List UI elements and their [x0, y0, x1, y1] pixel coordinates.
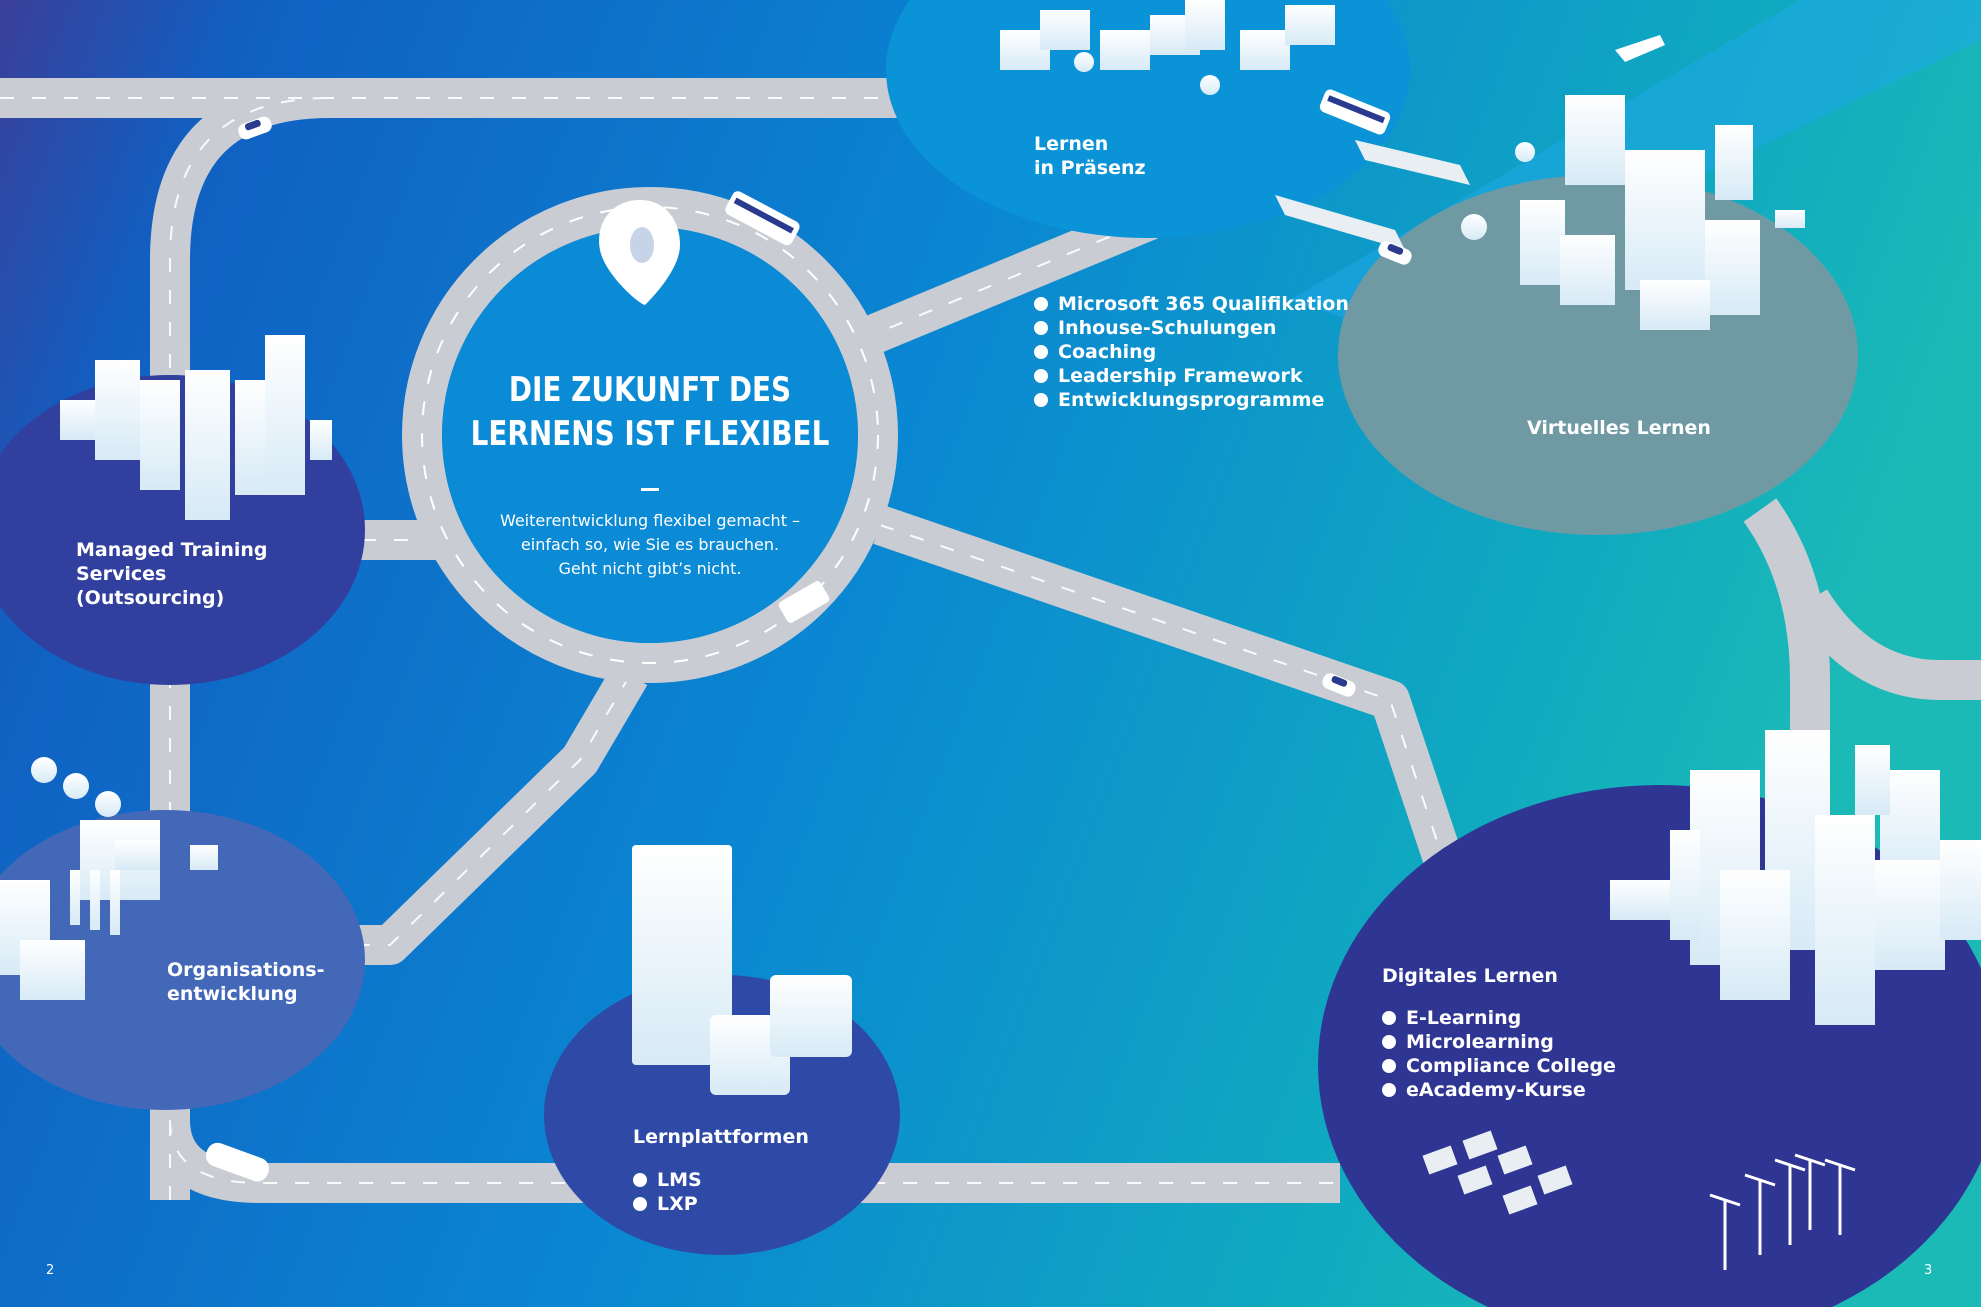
bridges [1275, 140, 1470, 250]
list-item: eAcademy-Kurse [1382, 1078, 1616, 1102]
truck-icon [778, 581, 830, 623]
list-item: Inhouse-Schulungen [1034, 316, 1349, 340]
page-number-left: 2 [46, 1263, 55, 1278]
bus-icon [725, 191, 800, 246]
list-item: LXP [633, 1192, 702, 1216]
buildings-digital [1610, 730, 1981, 1025]
list-item: LMS [633, 1168, 702, 1192]
roundabout-markings [421, 206, 879, 664]
area-title-managed-training: Managed Training Services (Outsourcing) [76, 539, 268, 609]
buildings-organisation [0, 757, 218, 1000]
car-icon [1322, 673, 1356, 697]
buildings-lernplattformen [632, 845, 852, 1095]
hero-subtitle: Weiterentwicklung flexibel gemacht – ein… [499, 511, 801, 578]
list-lernplattformen: LMS LXP [633, 1168, 702, 1216]
area-title-digitales-lernen: Digitales Lernen [1382, 965, 1558, 987]
area-title-organisationsentwicklung: Organisations- entwicklung [167, 959, 325, 1005]
page-number-right: 3 [1924, 1263, 1933, 1278]
list-item: Leadership Framework [1034, 364, 1349, 388]
boat-icon [1615, 35, 1665, 62]
tanker-truck-icon [205, 1142, 270, 1182]
list-item: E-Learning [1382, 1006, 1616, 1030]
buildings-managed [60, 335, 332, 520]
solar-panels [1422, 1130, 1573, 1215]
car-icon [238, 116, 272, 140]
buildings-praesenz [1000, 0, 1535, 162]
list-item: Coaching [1034, 340, 1349, 364]
area-disc-virtuell [1338, 175, 1858, 535]
road-east [1743, 498, 1830, 790]
road-bottom [150, 1118, 1340, 1203]
hero-title: DIE ZUKUNFT DES LERNENS IST FLEXIBEL [470, 370, 830, 454]
hero-circle [442, 227, 858, 643]
list-lernen-praesenz: Microsoft 365 Qualifikation Inhouse-Schu… [1034, 292, 1349, 412]
road-to-digital [873, 506, 1469, 887]
wind-turbines [1709, 1153, 1856, 1270]
road-east-branch [1793, 589, 1981, 700]
list-item: Microsoft 365 Qualifikation [1034, 292, 1349, 316]
bus-icon [1319, 89, 1391, 135]
car-icon [1378, 241, 1412, 265]
area-title-lernplattformen: Lernplattformen [633, 1126, 809, 1148]
list-item: Compliance College [1382, 1054, 1616, 1078]
list-item: Entwicklungsprogramme [1034, 388, 1349, 412]
list-digitales-lernen: E-Learning Microlearning Compliance Coll… [1382, 1006, 1616, 1102]
area-title-virtuelles-lernen: Virtuelles Lernen [1527, 417, 1711, 439]
buildings-virtuell [1461, 95, 1805, 330]
area-title-lernen-praesenz: Lernen in Präsenz [1034, 133, 1146, 179]
list-item: Microlearning [1382, 1030, 1616, 1054]
map-pin-icon [599, 200, 680, 305]
hero-divider [641, 488, 659, 491]
